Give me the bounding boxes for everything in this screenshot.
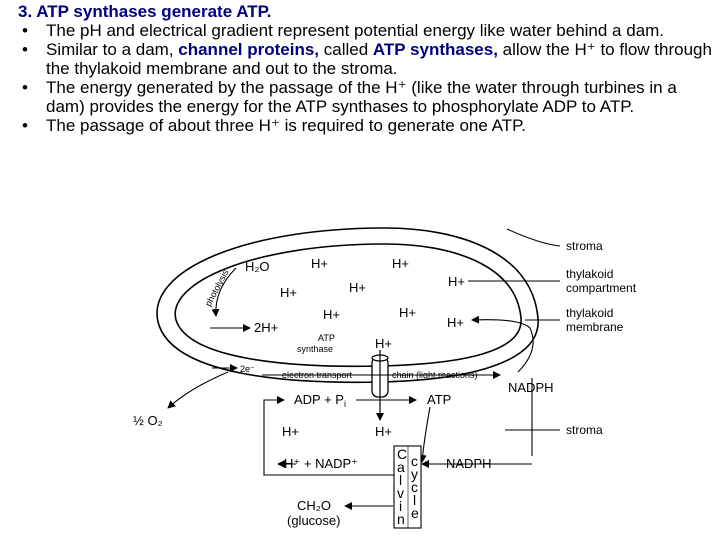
- h-plus-ion: H+: [447, 315, 464, 330]
- bullet-list: The pH and electrical gradient represent…: [18, 21, 718, 135]
- label-chain: chain (light reactions): [392, 370, 478, 380]
- h-plus-ion: H+: [311, 256, 328, 271]
- h-pump-arrow: [471, 315, 534, 373]
- label-stroma-bottom: stroma: [566, 423, 603, 437]
- h-plus-ion: H+: [448, 274, 465, 289]
- slide-text: 3. ATP synthases generate ATP. The pH an…: [18, 2, 718, 135]
- bullet-text: allow the H⁺ to flow through the thylako…: [46, 40, 712, 78]
- leader-stroma-top: [506, 228, 561, 247]
- bullet-item: The passage of about three H⁺ is require…: [18, 116, 718, 135]
- calvin-letter: a: [397, 459, 405, 475]
- oxygen-arrow: [167, 371, 229, 409]
- bullet-text: The pH and electrical gradient represent…: [46, 21, 665, 40]
- bullet-text: called: [319, 40, 373, 59]
- atp-to-calvin-arrow: [418, 406, 431, 463]
- label-adp-pi: ADP + Pi: [294, 392, 346, 409]
- label-atp-synthase-1: ATP: [318, 333, 335, 343]
- calvin-letter: i: [399, 498, 402, 514]
- cycle-letter: e: [411, 505, 419, 521]
- label-atp: ATP: [427, 392, 451, 407]
- label-two-h-plus: 2H+: [254, 320, 278, 335]
- label-two-e: 2e⁻: [240, 364, 255, 374]
- label-adp-pi-sub: i: [344, 399, 346, 409]
- h-plus-ion: H+: [375, 424, 392, 439]
- label-h2o: H₂O: [245, 259, 270, 274]
- label-thylakoid-membrane-1: thylakoid: [566, 306, 613, 320]
- label-nadph-bottom: NADPH: [446, 456, 492, 471]
- label-half-o2: ½ O₂: [133, 413, 163, 428]
- label-atp-synthase-2: synthase: [297, 344, 333, 354]
- cycle-letter: y: [411, 466, 418, 482]
- bullet-item: The energy generated by the passage of t…: [18, 78, 718, 116]
- cycle-letter: c: [411, 453, 418, 469]
- h-plus-ion: H+: [282, 424, 299, 439]
- bullet-item: The pH and electrical gradient represent…: [18, 21, 718, 40]
- h-plus-ion: H+: [349, 280, 366, 295]
- bullet-text: The energy generated by the passage of t…: [46, 78, 677, 116]
- label-nadph-right: NADPH: [508, 380, 554, 395]
- cycle-letter: c: [411, 479, 418, 495]
- thylakoid-membrane-outer: [156, 227, 539, 384]
- calvin-letter: l: [399, 472, 402, 488]
- label-h-nadp: H⁺ + NADP⁺: [284, 456, 358, 471]
- label-stroma-top: stroma: [566, 239, 603, 253]
- bullet-item: Similar to a dam, channel proteins, call…: [18, 40, 718, 78]
- highlight-atp-synthases: ATP synthases,: [372, 40, 498, 59]
- cycle-letter: l: [413, 492, 416, 508]
- calvin-to-adp-arrow: [263, 396, 396, 476]
- h-plus-ion: H+: [323, 307, 340, 322]
- h-plus-ion: H+: [399, 305, 416, 320]
- label-thylakoid-compartment-1: thylakoid: [566, 267, 613, 281]
- h-plus-ion: H+: [375, 336, 392, 351]
- label-glucose: (glucose): [287, 513, 340, 528]
- slide-title: 3. ATP synthases generate ATP.: [18, 2, 272, 21]
- bullet-text: Similar to a dam,: [46, 40, 179, 59]
- bullet-text: The passage of about three H⁺ is require…: [46, 116, 526, 135]
- label-thylakoid-compartment-2: compartment: [566, 281, 637, 295]
- label-thylakoid-membrane-2: membrane: [566, 320, 624, 334]
- thylakoid-membrane-inner: [174, 243, 522, 368]
- label-adp-pi-main: ADP + P: [294, 392, 344, 407]
- label-electron-transport: electron transport: [282, 370, 353, 380]
- calvin-cycle-box: [393, 445, 422, 529]
- calvin-letter: C: [397, 446, 407, 462]
- thylakoid-diagram: stroma thylakoid compartment thylakoid m…: [133, 227, 637, 529]
- photolysis-arrow: [211, 267, 237, 317]
- calvin-letter: v: [397, 485, 404, 501]
- highlight-channel-proteins: channel proteins,: [178, 40, 320, 59]
- h-plus-ion: H+: [280, 285, 297, 300]
- calvin-letter: n: [397, 511, 405, 527]
- h-plus-ion: H+: [392, 256, 409, 271]
- label-ch2o: CH₂O: [297, 498, 331, 513]
